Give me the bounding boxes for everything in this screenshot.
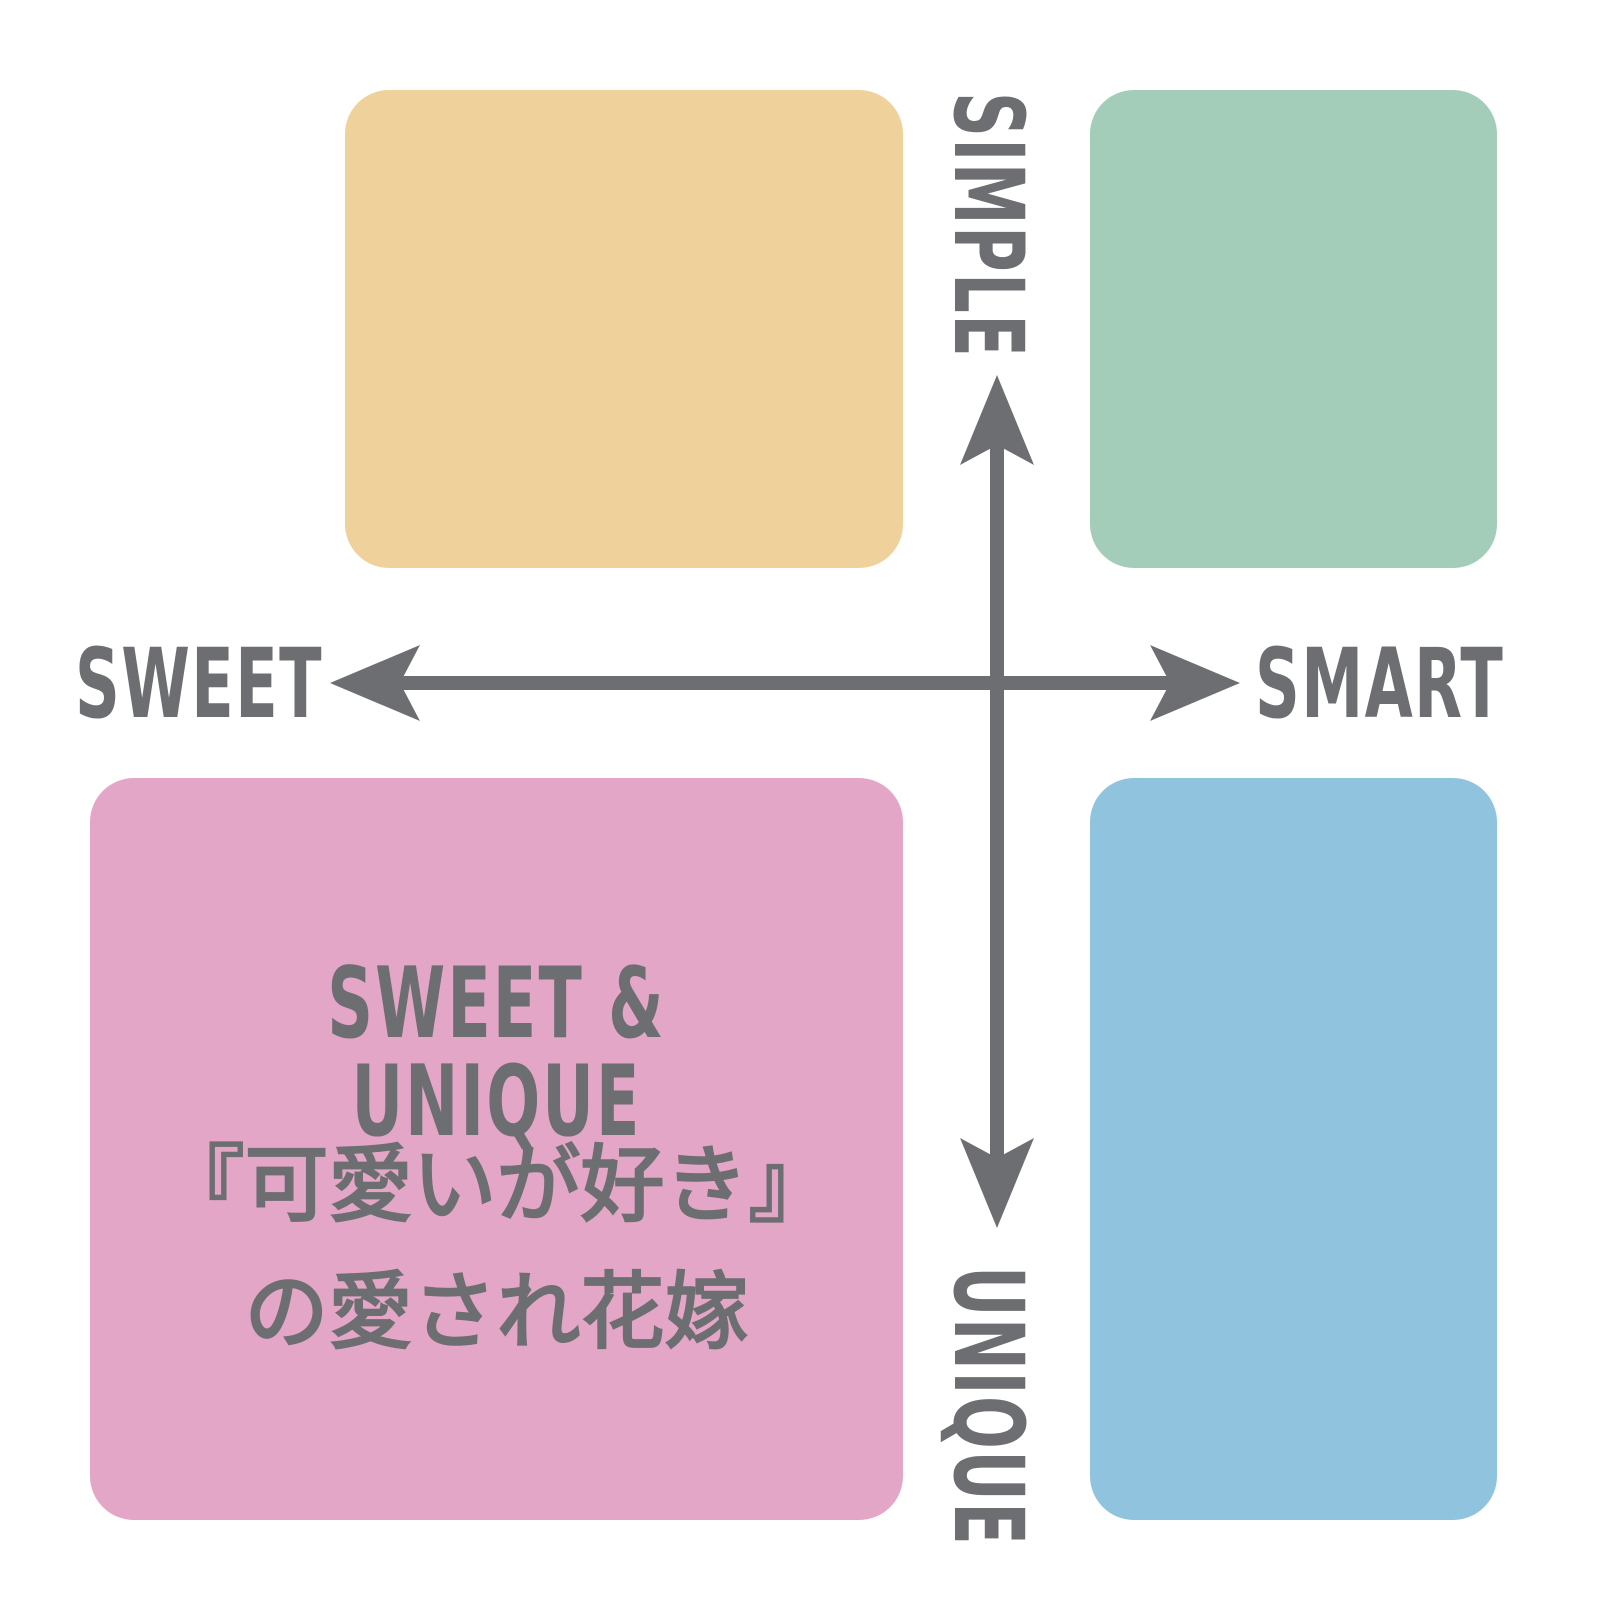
axis-label-simple: SIMPLE (932, 92, 1044, 359)
axis-label-sweet: SWEET (75, 628, 324, 740)
quadrant-simple-sweet (345, 90, 903, 568)
quadrant-subtitle-line2: の愛され花嫁 (244, 1263, 749, 1361)
quadrant-sweet-unique (90, 778, 903, 1520)
arrow-up-icon (960, 375, 1034, 465)
arrow-right-icon (1150, 645, 1240, 721)
horizontal-axis (330, 645, 1240, 721)
vertical-axis (960, 375, 1034, 1228)
quadrant-subtitle-line1: 『可愛いが好き』 (160, 1136, 833, 1234)
arrow-down-icon (960, 1138, 1034, 1228)
quadrant-title: SWEET & UNIQUE (327, 947, 666, 1159)
arrow-left-icon (330, 645, 420, 721)
axis-label-smart: SMART (1255, 628, 1505, 740)
quadrant-smart-unique (1090, 778, 1497, 1520)
axis-label-unique: UNIQUE (932, 1266, 1044, 1547)
quadrant-simple-smart (1090, 90, 1497, 568)
